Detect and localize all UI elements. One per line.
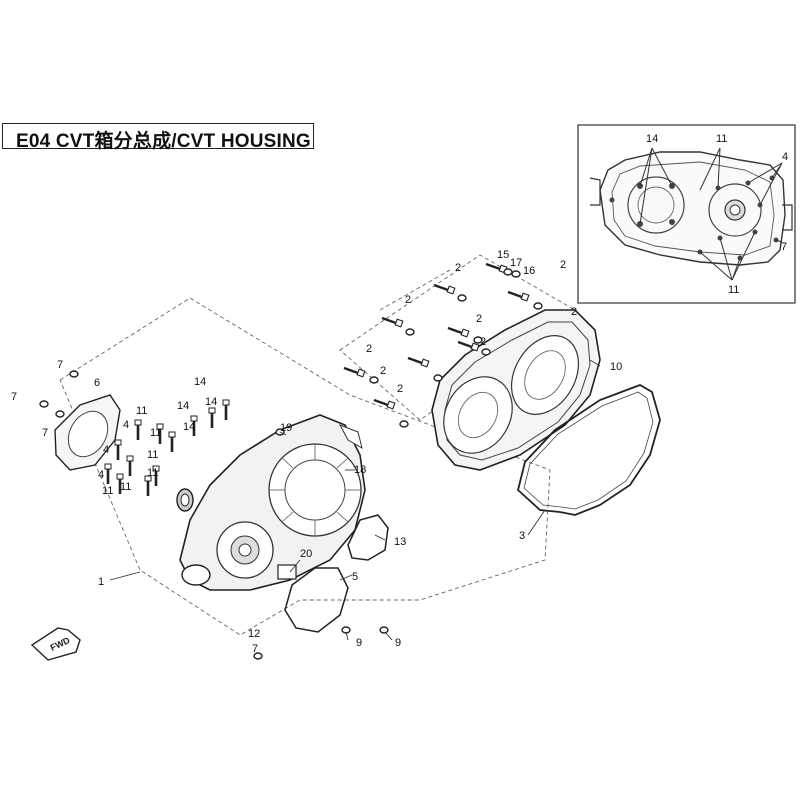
callout-18: 18 [354, 464, 366, 476]
small-gasket [347, 514, 389, 561]
callout-7: 7 [42, 427, 48, 439]
callout-2: 2 [480, 336, 486, 348]
cvt-cover-gasket [516, 384, 661, 516]
callout-9: 9 [356, 637, 362, 649]
callout-4: 4 [98, 469, 104, 481]
inset-label-4: 4 [782, 151, 788, 163]
callout-5: 5 [352, 571, 358, 583]
callout-11: 11 [136, 405, 147, 417]
cvt-inner-housing [179, 414, 366, 591]
callout-15: 15 [497, 249, 509, 261]
callout-4: 4 [123, 419, 129, 431]
callout-numbers: 1 2 2 2 2 2 2 2 2 2 3 4 4 4 5 6 7 7 7 7 … [11, 249, 622, 655]
callout-9: 9 [395, 637, 401, 649]
callout-7: 7 [11, 391, 17, 403]
title-box [2, 123, 314, 149]
inset-label-11-bottom: 11 [728, 284, 739, 296]
callout-3: 3 [519, 530, 525, 542]
callout-6: 6 [94, 377, 100, 389]
callout-17: 17 [510, 257, 522, 269]
callout-14: 14 [194, 376, 206, 388]
callout-16: 16 [523, 265, 535, 277]
small-cover [277, 564, 349, 633]
callout-2: 2 [560, 259, 566, 271]
callout-7: 7 [252, 643, 258, 655]
callout-11: 11 [120, 481, 131, 493]
callout-1: 1 [98, 576, 104, 588]
leader-lines [109, 359, 601, 641]
callout-11: 11 [150, 427, 161, 439]
callout-7: 7 [57, 359, 63, 371]
inset-detail: 14 11 4 7 11 [577, 124, 796, 304]
sensor-20 [277, 564, 297, 580]
callout-10: 10 [610, 361, 622, 373]
callout-11: 11 [102, 485, 113, 497]
oil-seal [176, 488, 194, 512]
callout-4: 4 [103, 444, 109, 456]
cvt-outer-cover [431, 309, 601, 471]
callout-2: 2 [476, 313, 482, 325]
callout-14: 14 [205, 396, 217, 408]
callout-11: 11 [147, 449, 158, 461]
callout-2: 2 [405, 294, 411, 306]
callout-2: 2 [366, 343, 372, 355]
callout-2: 2 [455, 262, 461, 274]
fwd-arrow-icon: FWD [30, 627, 81, 661]
group-outlines [59, 254, 576, 636]
inset-label-11-top: 11 [716, 133, 727, 145]
callout-14: 14 [183, 421, 195, 433]
inset-label-14: 14 [646, 133, 658, 145]
cover-plate [54, 394, 121, 471]
callout-20: 20 [300, 548, 312, 560]
callout-2: 2 [397, 383, 403, 395]
callout-2: 2 [571, 306, 577, 318]
callout-11: 11 [147, 467, 158, 479]
callout-2: 2 [380, 365, 386, 377]
callout-13: 13 [394, 536, 406, 548]
callout-14: 14 [177, 400, 189, 412]
callout-19: 19 [280, 422, 292, 434]
callout-12: 12 [248, 628, 260, 640]
inset-label-7: 7 [781, 241, 787, 253]
diagram-title: E04 CVT箱分总成/CVT HOUSING [16, 131, 311, 152]
